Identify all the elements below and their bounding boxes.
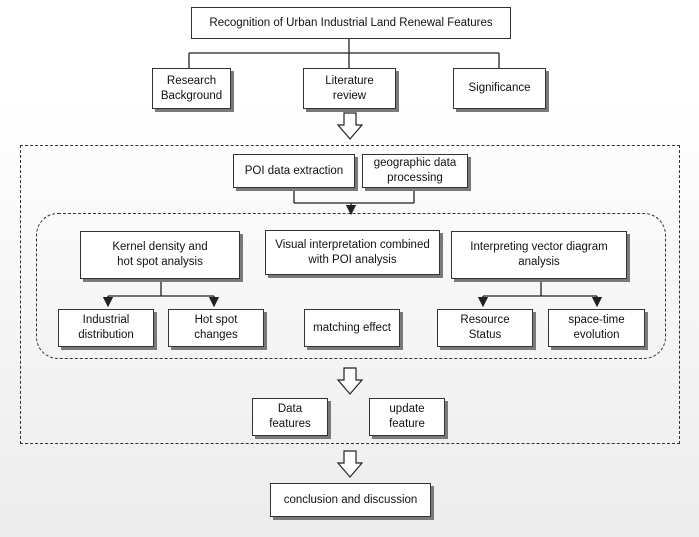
conclusion-box: conclusion and discussion <box>270 483 431 517</box>
geographic-processing-box: geographic data processing <box>362 154 468 188</box>
data-features-box: Data features <box>252 398 328 436</box>
literature-review-box: Literature review <box>303 68 396 109</box>
kernel-density-box: Kernel density and hot spot analysis <box>80 231 240 279</box>
significance-box: Significance <box>453 68 546 109</box>
vector-diagram-box: Interpreting vector diagram analysis <box>451 231 627 279</box>
hot-spot-changes-box: Hot spot changes <box>168 309 264 347</box>
outer-dashed-frame <box>20 145 680 444</box>
block-arrow-2 <box>336 367 364 395</box>
visual-interpretation-box: Visual interpretation combined with POI … <box>265 230 440 275</box>
update-feature-box: update feature <box>369 398 445 436</box>
industrial-distribution-box: Industrial distribution <box>58 309 154 347</box>
space-time-evolution-box: space-time evolution <box>548 309 645 347</box>
inner-dashed-frame <box>36 213 666 359</box>
research-background-box: Research Background <box>152 68 231 109</box>
matching-effect-box: matching effect <box>304 309 400 347</box>
block-arrow-3 <box>336 450 364 478</box>
title-box: Recognition of Urban Industrial Land Ren… <box>191 7 511 39</box>
block-arrow-1 <box>336 112 364 140</box>
resource-status-box: Resource Status <box>437 309 533 347</box>
poi-extraction-box: POI data extraction <box>233 154 355 188</box>
